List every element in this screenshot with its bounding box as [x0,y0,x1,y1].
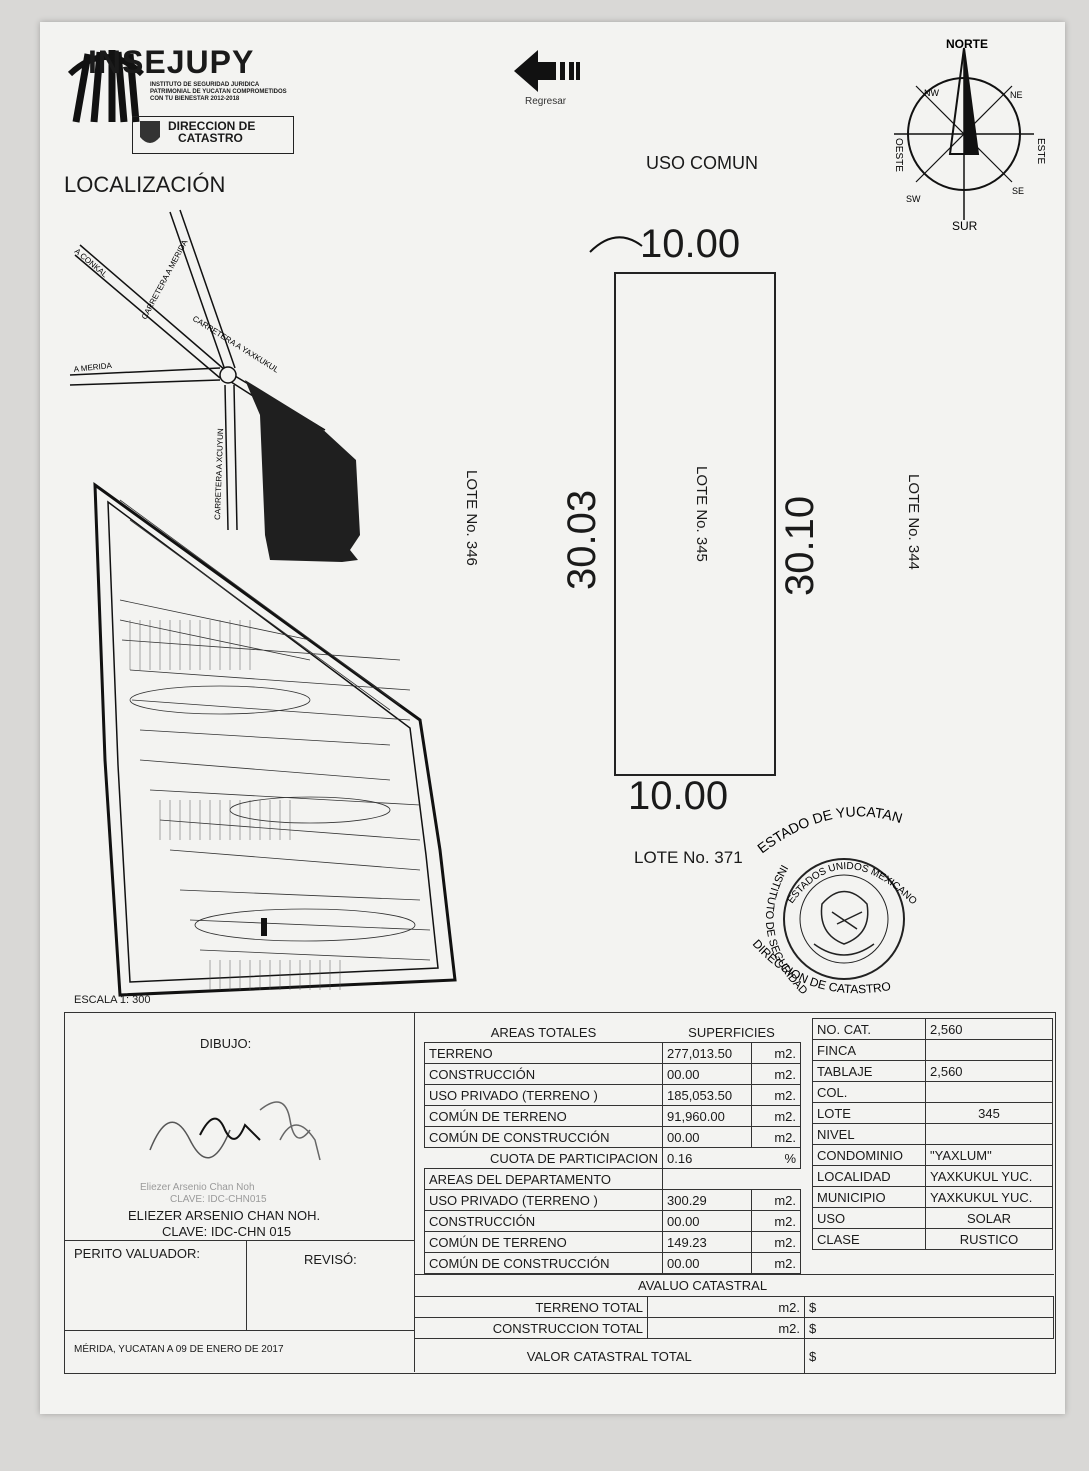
compass-se-label: SE [1012,186,1024,196]
handwritten-signature [149,1101,321,1161]
right-dimension: 30.10 [778,495,822,596]
dimension-arc-icon [589,236,643,253]
table-row: CONDOMINIO"YAXLUM" [812,1144,1053,1166]
table-row: FINCA [812,1039,1053,1061]
data-block-frame [64,1012,1056,1374]
bottom-dimension: 10.00 [628,774,729,818]
appraiser-label: PERITO VALUADOR: [74,1246,200,1261]
compass-sw-label: SW [906,194,921,204]
compass-north-label: NORTE [946,37,988,51]
official-seal-icon: ESTADO DE YUCATAN ESTADOS UNIDOS MEXICAN… [722,794,919,997]
signer-clave-faint: CLAVE: IDC-CHN015 [170,1194,267,1205]
right-lot-label: LOTE No. 344 [905,474,922,570]
map-scale: ESCALA 1: 300 [74,994,151,1006]
logo-subtitle: INSTITUTO DE SEGURIDAD JURIDICA PATRIMON… [150,82,287,102]
left-lot-label: LOTE No. 346 [463,470,480,566]
direction-label: DIRECCION DE CATASTRO [168,119,256,145]
top-dimension: 10.00 [640,222,741,266]
drawing-label: DIBUJO: [200,1036,252,1051]
location-map: A CONKAL CARRETERA A MERIDA A MERIDA CAR… [69,209,457,997]
signer-clave: CLAVE: IDC-CHN 015 [162,1224,292,1239]
table-row: AREAS TOTALES SUPERFICIES [425,1022,801,1043]
divider [64,1330,414,1331]
seal-top-text: ESTADO DE YUCATAN [754,803,904,856]
logo-title: INSEJUPY [88,44,255,80]
divider [246,1240,247,1330]
road-label: A CONKAL [73,247,110,280]
north-arrow-compass-icon: NORTE SUR NW NE SW SE OESTE ESTE [893,37,1046,233]
divider [64,1240,414,1241]
compass-south-label: SUR [952,219,978,233]
divider [414,1274,1054,1275]
back-arrow-icon[interactable] [512,48,582,94]
compass-east-label: ESTE [1035,138,1046,164]
table-header: AREAS TOTALES [490,1024,597,1040]
table-row: VALOR CATASTRAL TOTAL$ [414,1338,1054,1373]
table-row: NIVEL [812,1123,1053,1145]
road-label: A MERIDA [73,361,113,374]
compass-ne-label: NE [1010,90,1023,100]
left-dimension: 30.03 [560,489,604,590]
signer-name: ELIEZER ARSENIO CHAN NOH. [128,1208,321,1223]
road-label: CARRETERA A MERIDA [140,238,190,321]
avaluo-header: AVALUO CATASTRAL [638,1278,768,1293]
reviewer-label: REVISÓ: [304,1252,357,1267]
compass-west-label: OESTE [893,138,904,172]
lot-outline [614,272,776,776]
compass-nw-label: NW [924,88,939,98]
location-title: LOCALIZACIÓN [64,172,226,197]
center-lot-label: LOTE No. 345 [693,466,710,562]
direction-box [132,116,294,154]
divider [414,1012,415,1372]
place-date: MÉRIDA, YUCATAN A 09 DE ENERO DE 2017 [74,1344,284,1355]
table-row: AREAS DEL DEPARTAMENTO [424,1168,801,1190]
bottom-lot-label: LOTE No. 371 [634,848,743,867]
state-shield-icon [140,121,160,143]
table-row: COL. [812,1081,1053,1103]
signer-name-faint: Eliezer Arsenio Chan Noh [140,1182,255,1193]
insejupy-emblem-icon [67,50,145,123]
top-neighbor-label: USO COMUN [646,153,758,173]
table-header: SUPERFICIES [688,1024,775,1040]
table-row: NO. CAT.2,560 [812,1018,1053,1040]
road-label: CARRETERA A XCUYUN [213,428,225,520]
back-button-label[interactable]: Regresar [525,96,567,107]
